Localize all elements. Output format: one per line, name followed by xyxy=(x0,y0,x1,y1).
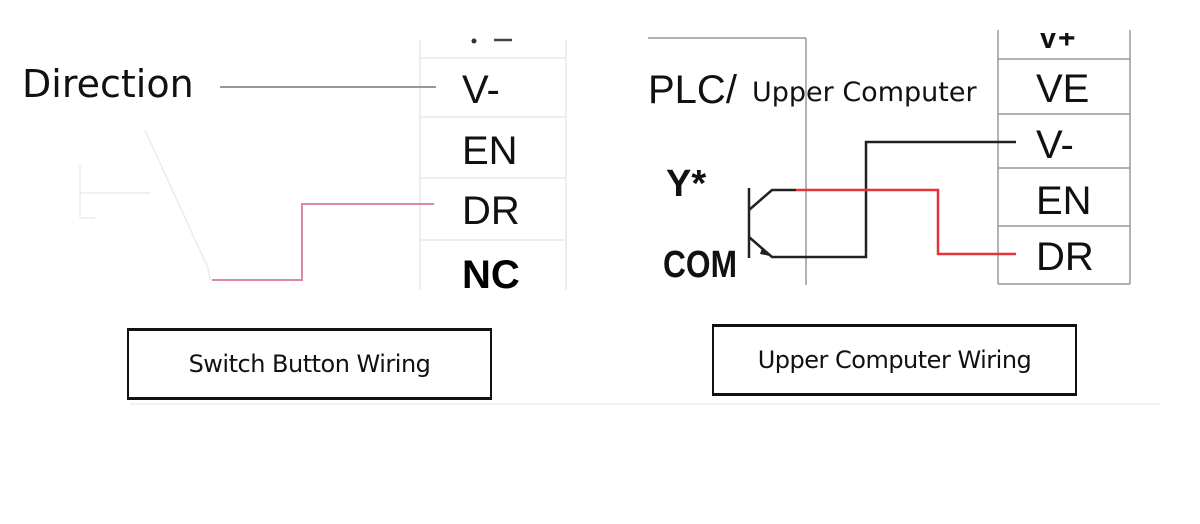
switch-button-wiring-caption-text: Switch Button Wiring xyxy=(188,350,431,378)
switch-button-wiring-panel: Direction V- EN DR NC xyxy=(22,38,567,297)
plc-label: PLC/ xyxy=(648,68,738,112)
transistor-icon xyxy=(747,188,806,259)
right-terminal-block xyxy=(997,30,1131,285)
direction-label: Direction xyxy=(22,62,194,106)
right-terminal-ve: VE xyxy=(1036,67,1089,111)
left-terminal-nc: NC xyxy=(462,253,520,297)
com-wire xyxy=(806,140,1016,259)
left-terminal-dr: DR xyxy=(462,189,520,233)
right-partial-terminal-label: V+ xyxy=(1038,22,1076,55)
signal-wire xyxy=(796,188,1016,256)
left-dr-wire xyxy=(212,203,434,281)
upper-computer-label: Upper Computer xyxy=(752,77,977,108)
upper-computer-wiring-caption: Upper Computer Wiring xyxy=(712,324,1077,396)
left-terminal-en: EN xyxy=(462,129,518,173)
right-terminal-v-minus: V- xyxy=(1036,123,1074,167)
left-terminal-v-minus: V- xyxy=(462,68,500,112)
switch-button-wiring-caption: Switch Button Wiring xyxy=(127,328,492,400)
upper-computer-wiring-caption-text: Upper Computer Wiring xyxy=(757,346,1032,374)
left-partial-terminal-label xyxy=(471,38,512,44)
com-label: COM xyxy=(663,244,737,286)
right-terminal-en: EN xyxy=(1036,179,1092,223)
right-terminal-dr: DR xyxy=(1036,235,1094,279)
left-terminal-block xyxy=(419,40,567,290)
switch-symbol-faint xyxy=(79,129,211,281)
plc-box xyxy=(648,37,807,285)
upper-computer-wiring-panel: PLC/ Upper Computer Y* COM V+ VE xyxy=(648,22,1131,286)
output-y-label: Y* xyxy=(666,163,706,205)
